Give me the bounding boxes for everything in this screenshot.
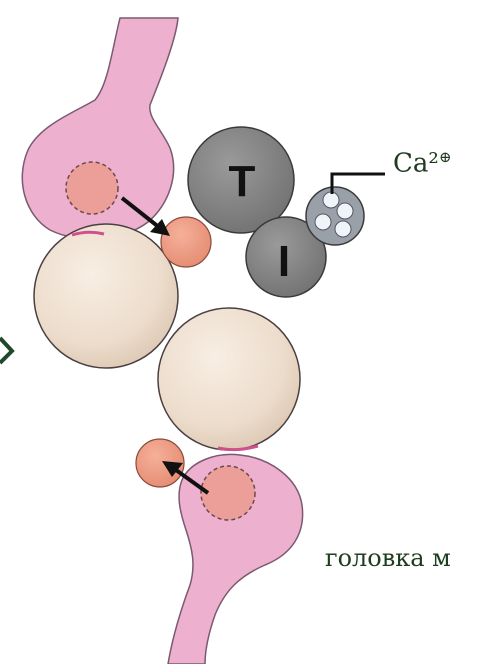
troponin-t-label: T <box>229 157 256 206</box>
calcium-label: Ca²⊕ <box>393 150 451 177</box>
myosin-binding-region-bottom <box>201 466 255 520</box>
calcium-ion <box>323 192 339 208</box>
myosin-head-label: головка м <box>325 546 451 570</box>
calcium-ion <box>315 214 331 230</box>
calcium-symbol: Ca² <box>393 149 439 179</box>
troponin-i-label: I <box>278 237 290 286</box>
calcium-charge: ⊕ <box>439 148 452 166</box>
binding-site-top <box>161 217 211 267</box>
calcium-ion <box>335 221 351 237</box>
actin-monomer-2 <box>158 308 300 450</box>
myosin-binding-region-top <box>66 162 118 214</box>
calcium-ion <box>337 203 353 219</box>
actin-monomer-1 <box>34 224 178 368</box>
left-pointer-mark <box>0 338 12 363</box>
